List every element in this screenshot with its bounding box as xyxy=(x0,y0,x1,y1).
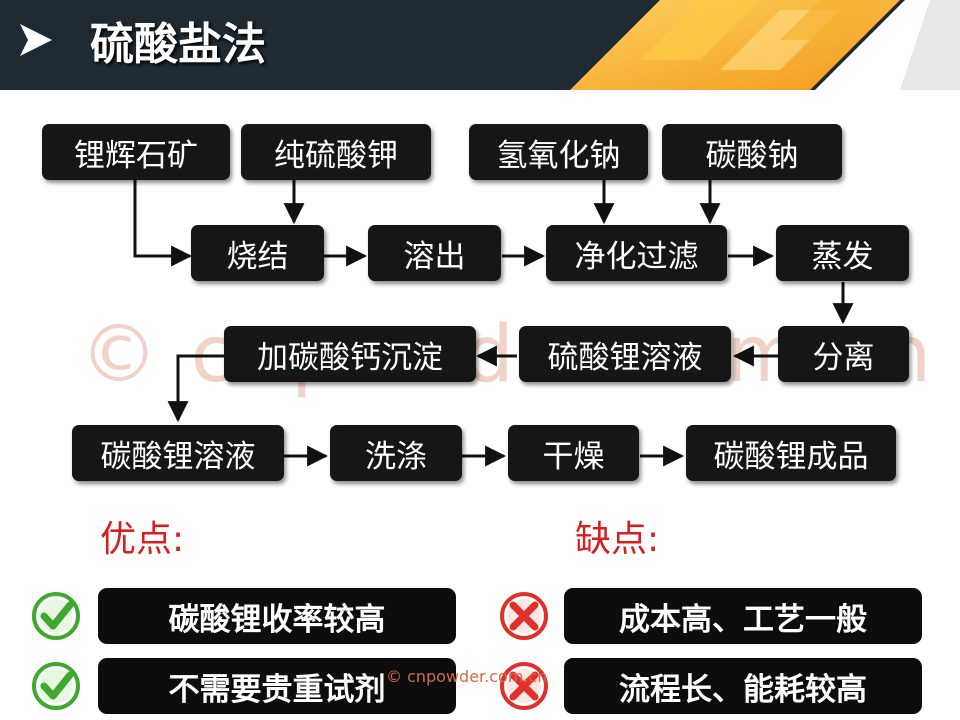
step-lithium-sulfate-solution: 硫酸锂溶液 xyxy=(519,326,731,382)
header-decoration xyxy=(570,0,960,90)
step-separation: 分离 xyxy=(778,326,909,382)
step-leaching: 溶出 xyxy=(368,225,501,281)
step-purify-filter: 净化过滤 xyxy=(546,225,727,281)
step-final-product: 碳酸锂成品 xyxy=(686,425,896,481)
step-washing: 洗涤 xyxy=(330,425,462,481)
advantage-item: 碳酸锂收率较高 xyxy=(98,588,456,644)
step-calcium-carbonate-precipitation: 加碳酸钙沉淀 xyxy=(224,326,476,382)
advantage-item: 不需要贵重试剂 xyxy=(98,658,456,714)
input-spodumene: 锂辉石矿 xyxy=(42,124,230,180)
chevron-right-icon xyxy=(20,24,52,56)
advantages-label: 优点: xyxy=(100,519,185,560)
page-title: 硫酸盐法 xyxy=(90,19,266,70)
check-circle-icon xyxy=(32,662,80,710)
arrow-spodumene-to-sinter xyxy=(133,180,193,267)
cross-circle-icon xyxy=(500,592,548,640)
step-evaporation: 蒸发 xyxy=(776,225,909,281)
disadvantage-item: 成本高、工艺一般 xyxy=(564,588,922,644)
arrow-precipitate-to-li2co3 xyxy=(167,354,226,423)
check-circle-icon xyxy=(32,592,80,640)
step-drying: 干燥 xyxy=(508,425,639,481)
input-potassium-sulfate: 纯硫酸钾 xyxy=(241,124,431,180)
input-sodium-carbonate: 碳酸钠 xyxy=(662,124,842,180)
input-sodium-hydroxide: 氢氧化钠 xyxy=(469,124,648,180)
title-bar: 硫酸盐法 xyxy=(0,0,960,90)
watermark-footer: © cnpowder.com.cn xyxy=(386,667,548,686)
disadvantage-item: 流程长、能耗较高 xyxy=(564,658,922,714)
step-sintering: 烧结 xyxy=(191,225,324,281)
cross-circle-icon xyxy=(500,662,548,710)
step-lithium-carbonate-solution: 碳酸锂溶液 xyxy=(72,425,284,481)
disadvantages-label: 缺点: xyxy=(575,519,660,560)
